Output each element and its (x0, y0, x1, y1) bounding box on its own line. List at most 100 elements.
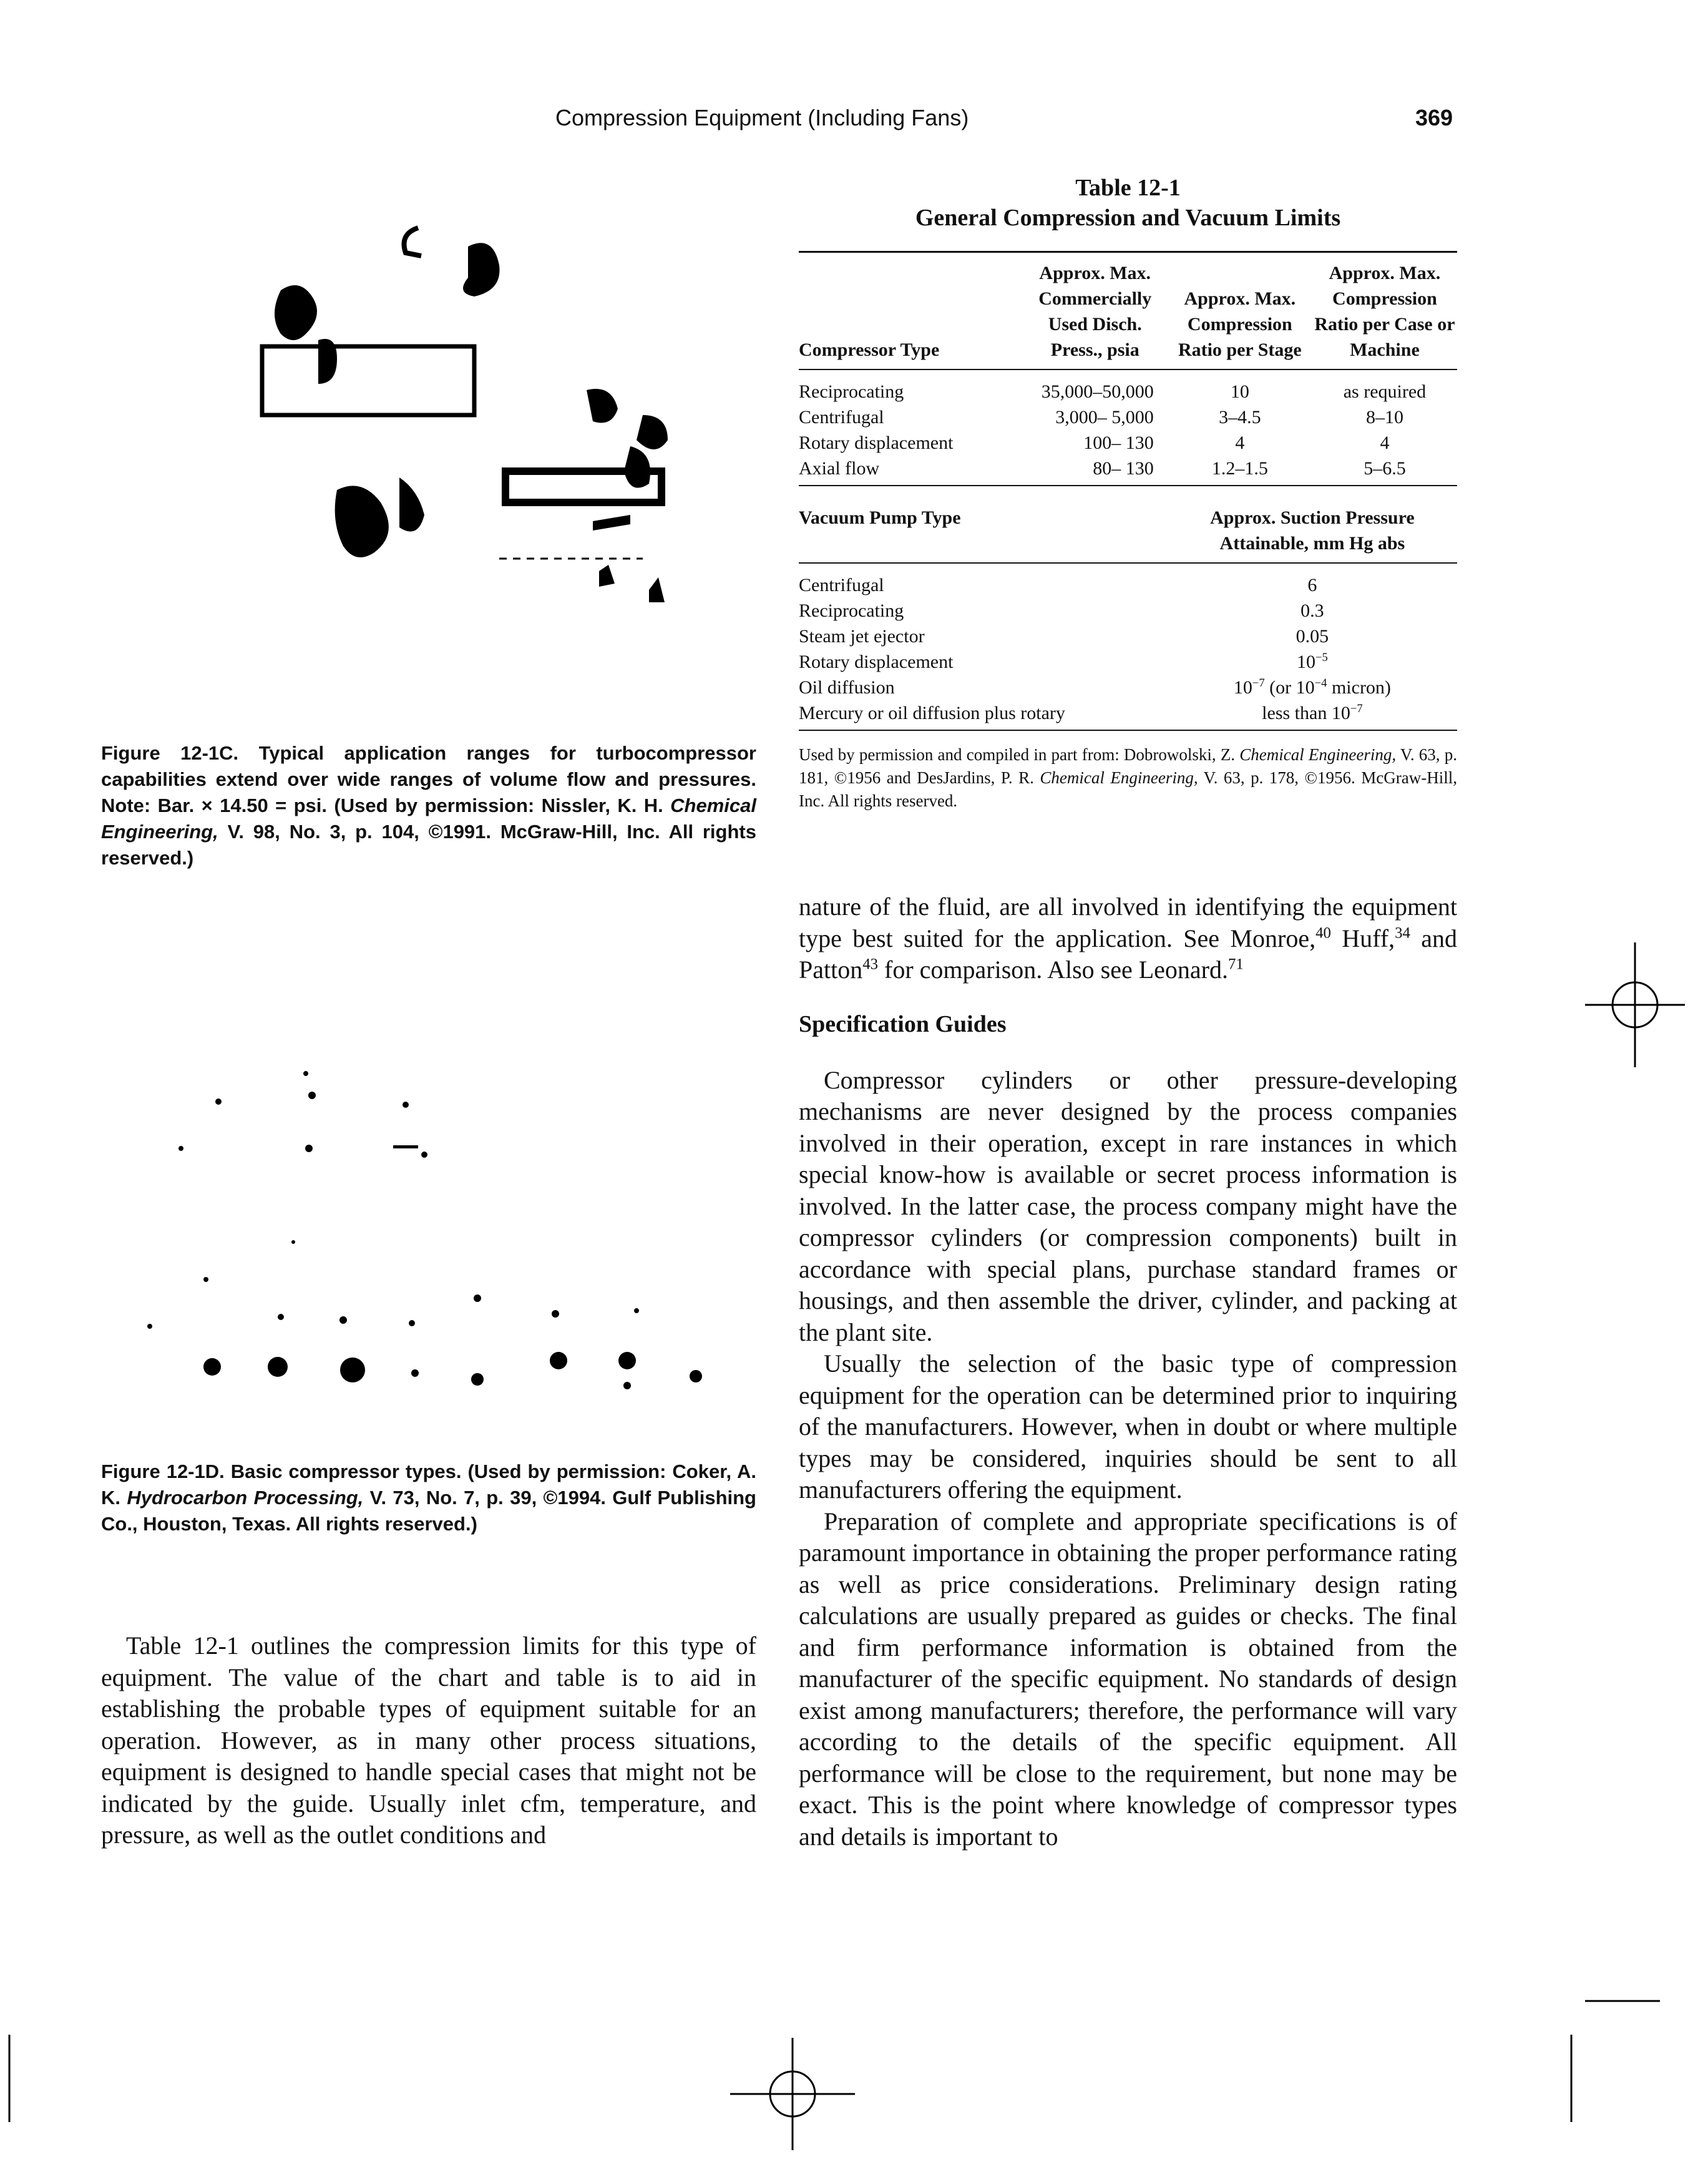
fig-d-dot (178, 1146, 183, 1151)
cell-value-mid: (or 10 (1264, 677, 1315, 698)
cell-press: 80– 130 (1093, 458, 1154, 479)
fig-d-dot (291, 1240, 295, 1244)
note-text: V. 63, p. 181, ©1956 and DesJardins, P. … (799, 745, 1457, 787)
paragraph: nature of the fluid, are all involved in… (799, 891, 1457, 986)
cell-type: Reciprocating (799, 381, 904, 402)
fig-d-dot (421, 1152, 427, 1158)
page-number: 369 (1415, 105, 1453, 130)
fig-c-blot (334, 486, 389, 557)
fig-d-dot (339, 1316, 347, 1324)
fig-d-dot (308, 1092, 316, 1099)
note-journal: Chemical Engineering, (1239, 745, 1397, 764)
citation-ref: 34 (1395, 924, 1410, 942)
caption-label: Figure 12-1D. (101, 1460, 225, 1482)
fig-c-blot (599, 565, 615, 587)
registration-mark-right (1585, 942, 1685, 1067)
note-journal: Chemical Engineering, (1040, 768, 1198, 787)
fig-c-blot (637, 415, 668, 449)
fig-c-blot (624, 446, 650, 488)
cell-press: 3,000– 5,000 (1055, 407, 1154, 428)
cell-value: less than 10−7 (1168, 700, 1457, 730)
paragraph-text: nature of the fluid, are all involved in… (799, 893, 1457, 952)
caption-text: Basic compressor types. (Used by permiss… (101, 1460, 756, 1509)
figure-12-1d-caption: Figure 12-1D. Basic compressor types. (U… (101, 1459, 756, 1537)
cell-machine: 4 (1380, 433, 1390, 453)
cell-type: Mercury or oil diffusion plus rotary (799, 703, 1065, 723)
fig-d-dot (471, 1373, 484, 1386)
table-row: Centrifugal 6 (799, 563, 1457, 598)
cell-type: Oil diffusion (799, 677, 895, 698)
fig-c-box (260, 344, 477, 418)
cell-value-base: 10 (1233, 677, 1252, 698)
crop-mark-right (1570, 2000, 1660, 2122)
cell-value: 10−7 (or 10−4 micron) (1168, 675, 1457, 700)
right-column-text: nature of the fluid, are all involved in… (799, 891, 1457, 1852)
paragraph-text: and Patton (799, 924, 1457, 984)
left-column-text: Table 12-1 outlines the compression limi… (101, 1630, 756, 1851)
cell-stage: 3–4.5 (1219, 407, 1261, 428)
table-row: Mercury or oil diffusion plus rotary les… (799, 700, 1457, 730)
fig-d-dot (305, 1145, 313, 1152)
cell-value: 10−5 (1168, 649, 1457, 675)
paragraph: Usually the selection of the basic type … (799, 1349, 1457, 1504)
col-header-suction-pressure: Approx. Suction Pressure Attainable, mm … (1210, 507, 1415, 554)
paragraph: Compressor cylinders or other pressure-d… (799, 1065, 1457, 1346)
fig-c-blot (275, 285, 317, 340)
fig-c-blot (463, 243, 500, 296)
fig-c-box (502, 467, 665, 506)
table-row: Axial flow 80– 130 1.2–1.5 5–6.5 (799, 456, 1457, 486)
col-header-compressor-type: Compressor Type (799, 340, 940, 360)
col-header-ratio-stage: Approx. Max. Compression Ratio per Stage (1178, 288, 1302, 360)
fig-d-dot (303, 1071, 308, 1076)
table-row: Rotary displacement 10−5 (799, 649, 1457, 675)
cell-type: Rotary displacement (799, 433, 954, 453)
fig-c-blot (593, 515, 630, 531)
cell-type: Centrifugal (799, 407, 884, 428)
paragraph-text: Huff, (1342, 924, 1395, 952)
figure-12-1c-caption: Figure 12-1C. Typical application ranges… (101, 740, 756, 871)
fig-d-dot (268, 1357, 288, 1377)
cell-machine: 5–6.5 (1364, 458, 1406, 479)
cell-machine: as required (1343, 381, 1427, 402)
cell-press: 35,000–50,000 (1041, 381, 1154, 402)
fig-c-blot (587, 389, 618, 423)
table-row: Reciprocating 35,000–50,000 10 as requir… (799, 369, 1457, 404)
caption-label: Figure 12-1C. (101, 742, 239, 764)
fig-d-dot (403, 1102, 409, 1108)
col-header-disch-press: Approx. Max. Commercially Used Disch. Pr… (1038, 263, 1152, 360)
citation-ref: 71 (1228, 956, 1244, 973)
paragraph-text: for comparison. Also see Leonard. (884, 956, 1228, 984)
fig-c-blot (318, 339, 337, 384)
table-source-note: Used by permission and compiled in part … (799, 743, 1457, 813)
cell-value: 0.05 (1296, 626, 1329, 647)
fig-d-dot (203, 1277, 208, 1282)
fig-d-dot (552, 1310, 559, 1318)
fig-d-dot (147, 1324, 152, 1329)
cell-type: Steam jet ejector (799, 626, 925, 647)
fig-c-blot (399, 477, 424, 532)
cell-value-base: less than 10 (1262, 703, 1350, 723)
table-row: Steam jet ejector 0.05 (799, 624, 1457, 649)
fig-d-dash (393, 1145, 418, 1148)
cell-type: Centrifugal (799, 575, 884, 595)
table-12-1: Table 12-1 General Compression and Vacuu… (799, 174, 1457, 813)
table-row: Reciprocating 0.3 (799, 598, 1457, 624)
cell-stage: 4 (1235, 433, 1245, 453)
fig-d-dot (215, 1098, 222, 1105)
fig-d-dot (618, 1352, 636, 1369)
table-row: Oil diffusion 10−7 (or 10−4 micron) (799, 675, 1457, 700)
table-row: Centrifugal 3,000– 5,000 3–4.5 8–10 (799, 404, 1457, 430)
caption-journal: Hydrocarbon Processing, (127, 1487, 364, 1509)
fig-d-dot (340, 1357, 365, 1382)
citation-ref: 43 (862, 956, 879, 973)
note-text: V. 63, p. 178, ©1956. McGraw-Hill, Inc. … (799, 768, 1457, 810)
paragraph: Table 12-1 outlines the compression limi… (101, 1631, 756, 1849)
running-head: Compression Equipment (Including Fans) (555, 105, 969, 130)
fig-d-dot (278, 1314, 284, 1320)
col-header-ratio-machine: Approx. Max. Compression Ratio per Case … (1314, 263, 1455, 360)
col-header-vacuum-type: Vacuum Pump Type (799, 507, 961, 528)
registration-mark-bottom (730, 2038, 855, 2150)
paragraph: Preparation of complete and appropriate … (799, 1507, 1457, 1851)
caption-text-end: V. 73, No. 7, p. 39, ©1994. Gulf Publish… (101, 1487, 756, 1535)
vacuum-limits-table: Vacuum Pump Type Approx. Suction Pressur… (799, 486, 1457, 731)
